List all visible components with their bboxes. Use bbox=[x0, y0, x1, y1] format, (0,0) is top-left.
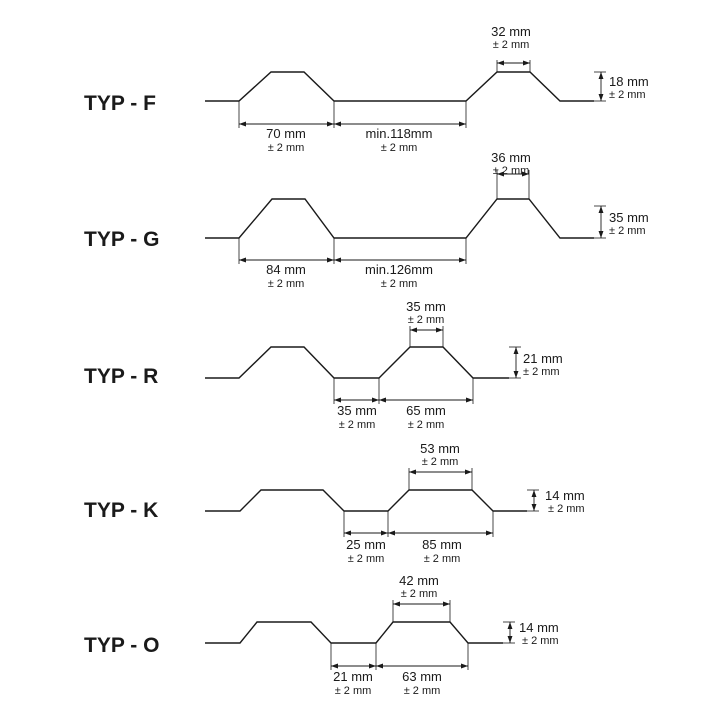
dimension-tolerance: ± 2 mm bbox=[268, 278, 305, 290]
dimension-tolerance: ± 2 mm bbox=[335, 685, 372, 697]
profile-typ-k: TYP - K 25 mm ± 2 mm 85 mm ± 2 mm 53 mm … bbox=[84, 441, 585, 565]
dimension-tolerance: ± 2 mm bbox=[339, 419, 376, 431]
dimension-value: 85 mm bbox=[422, 537, 462, 552]
profile-label: TYP - O bbox=[84, 634, 159, 657]
dimension-value: 21 mm bbox=[333, 669, 373, 684]
dimension-tolerance: ± 2 mm bbox=[422, 456, 459, 468]
dimension-tolerance: ± 2 mm bbox=[268, 142, 305, 154]
dimension-value: 35 mm bbox=[609, 210, 649, 225]
profile-typ-r: TYP - R 35 mm ± 2 mm 65 mm ± 2 mm 35 mm … bbox=[84, 299, 563, 431]
dimension-tolerance: ± 2 mm bbox=[408, 419, 445, 431]
dimension-value: min.126mm bbox=[365, 262, 433, 277]
profile-label: TYP - K bbox=[84, 499, 158, 522]
profile-outline bbox=[205, 346, 509, 379]
profile-outline bbox=[205, 621, 503, 644]
dimension-tolerance: ± 2 mm bbox=[523, 366, 560, 378]
profile-label: TYP - G bbox=[84, 228, 159, 251]
dimension-value: 42 mm bbox=[399, 573, 439, 588]
profile-typ-f: TYP - F 70 mm ± 2 mm min.118mm ± 2 mm 32… bbox=[84, 24, 649, 154]
dimension-value: 14 mm bbox=[519, 620, 559, 635]
dimension-value: 18 mm bbox=[609, 74, 649, 89]
dimension-value: 70 mm bbox=[266, 126, 306, 141]
dimension-tolerance: ± 2 mm bbox=[522, 635, 559, 647]
dimension-value: 14 mm bbox=[545, 488, 585, 503]
dimension-value: 84 mm bbox=[266, 262, 306, 277]
dimension-tolerance: ± 2 mm bbox=[408, 314, 445, 326]
dimension-tolerance: ± 2 mm bbox=[493, 165, 530, 177]
profile-outline bbox=[205, 489, 527, 512]
dimension-tolerance: ± 2 mm bbox=[404, 685, 441, 697]
profile-label: TYP - R bbox=[84, 365, 158, 388]
profile-label: TYP - F bbox=[84, 92, 156, 115]
dimension-value: 25 mm bbox=[346, 537, 386, 552]
dimension-value: 35 mm bbox=[337, 403, 377, 418]
dimension-tolerance: ± 2 mm bbox=[424, 553, 461, 565]
dimension-value: 53 mm bbox=[420, 441, 460, 456]
dimension-tolerance: ± 2 mm bbox=[609, 89, 646, 101]
dimension-tolerance: ± 2 mm bbox=[348, 553, 385, 565]
dimension-tolerance: ± 2 mm bbox=[493, 39, 530, 51]
dimension-tolerance: ± 2 mm bbox=[609, 225, 646, 237]
profile-typ-o: TYP - O 21 mm ± 2 mm 63 mm ± 2 mm 42 mm … bbox=[84, 573, 559, 697]
dimension-tolerance: ± 2 mm bbox=[401, 588, 438, 600]
dimension-value: 63 mm bbox=[402, 669, 442, 684]
profile-outline bbox=[205, 71, 594, 102]
profile-outline bbox=[205, 198, 594, 239]
dimension-value: 32 mm bbox=[491, 24, 531, 39]
dimension-tolerance: ± 2 mm bbox=[381, 278, 418, 290]
dimension-tolerance: ± 2 mm bbox=[381, 142, 418, 154]
profile-typ-g: TYP - G 84 mm ± 2 mm min.126mm ± 2 mm 36… bbox=[84, 150, 649, 290]
dimension-tolerance: ± 2 mm bbox=[548, 503, 585, 515]
dimension-value: min.118mm bbox=[366, 126, 433, 141]
dimension-value: 65 mm bbox=[406, 403, 446, 418]
dimension-value: 36 mm bbox=[491, 150, 531, 165]
dimension-value: 21 mm bbox=[523, 351, 563, 366]
dimension-value: 35 mm bbox=[406, 299, 446, 314]
